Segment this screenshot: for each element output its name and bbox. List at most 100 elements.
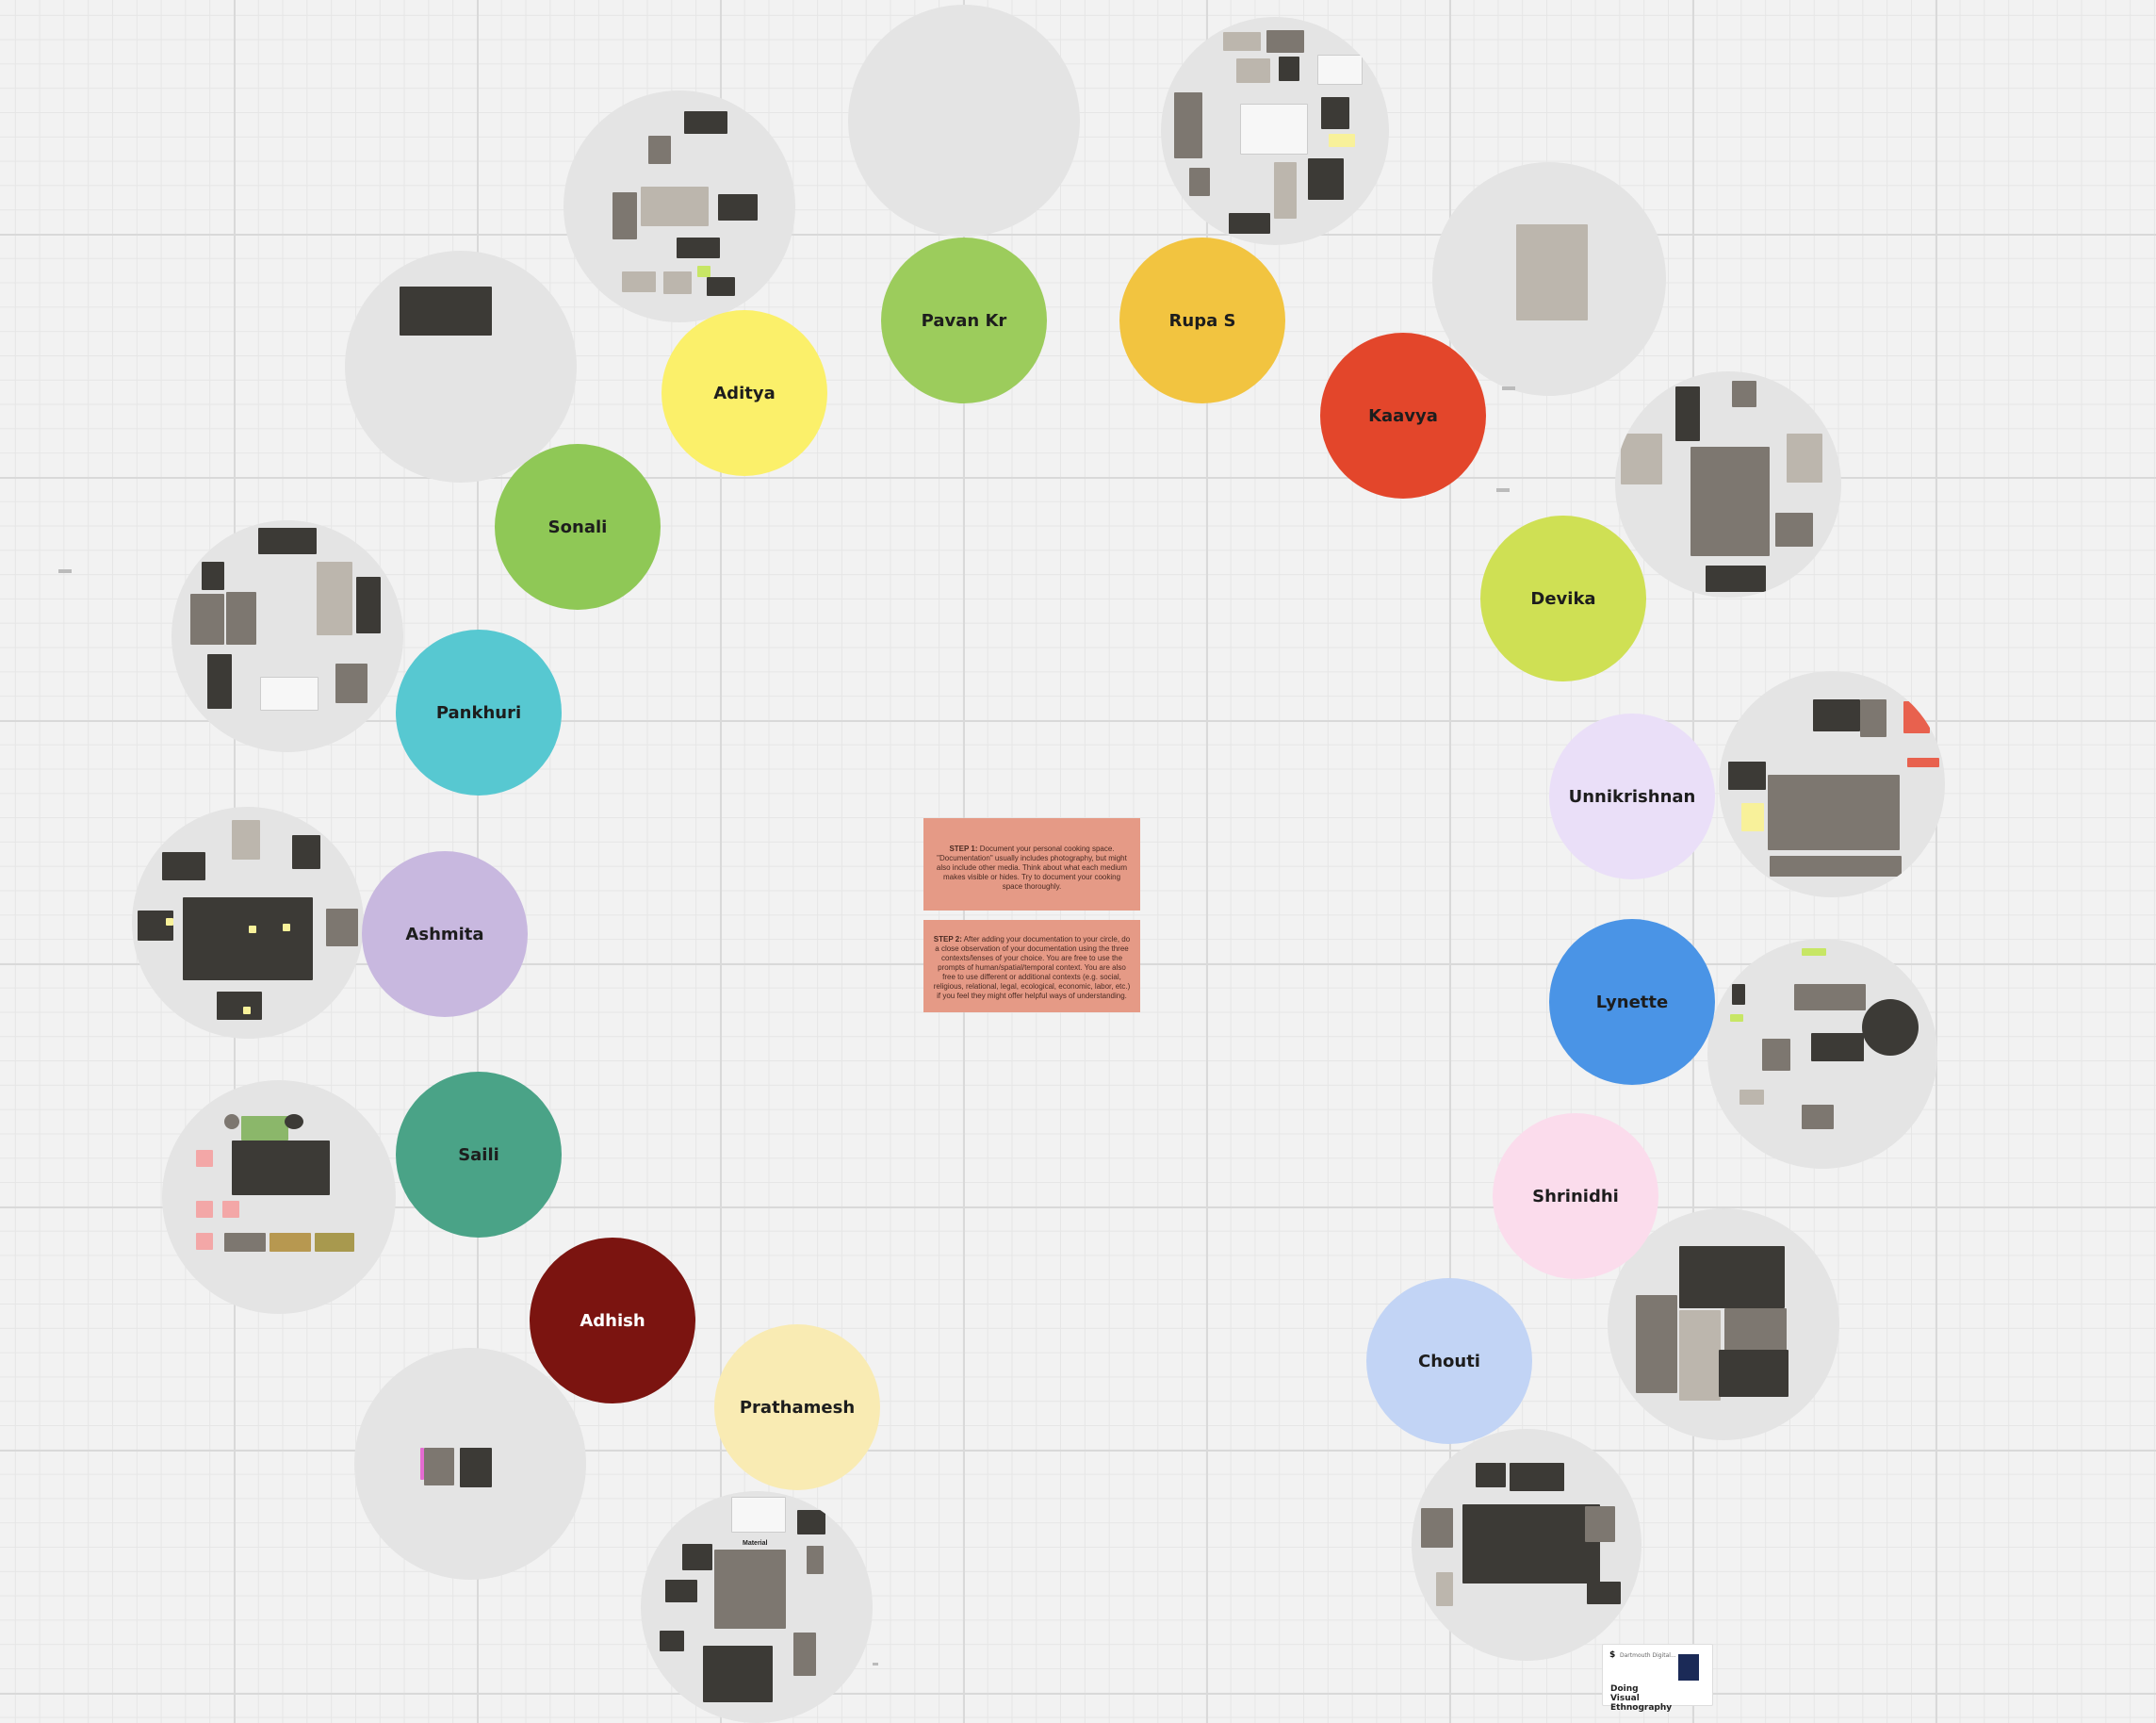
- stray-marker[interactable]: [58, 569, 72, 573]
- photo-thumbnail[interactable]: [1862, 999, 1919, 1056]
- doc-circle-chouti[interactable]: [1412, 1429, 1642, 1661]
- photo-thumbnail[interactable]: [707, 277, 735, 296]
- participant-circle-ashmita[interactable]: Ashmita: [362, 851, 528, 1017]
- floor-plan-sketch[interactable]: [731, 1497, 786, 1533]
- photo-thumbnail[interactable]: [400, 287, 492, 336]
- doc-circle-kaavya[interactable]: [1432, 162, 1666, 396]
- photo-thumbnail[interactable]: [1436, 1572, 1453, 1606]
- photo-thumbnail[interactable]: [224, 1233, 266, 1252]
- doc-circle-sonali[interactable]: [345, 251, 577, 483]
- photo-thumbnail[interactable]: [1279, 57, 1299, 81]
- photo-thumbnail[interactable]: [677, 238, 720, 258]
- doc-circle-saili[interactable]: [162, 1080, 396, 1314]
- stray-marker[interactable]: [1496, 488, 1510, 492]
- photo-thumbnail[interactable]: [1236, 58, 1270, 83]
- photo-thumbnail[interactable]: [1189, 168, 1210, 196]
- sticky-note[interactable]: [1329, 134, 1355, 147]
- photo-thumbnail[interactable]: [224, 1114, 239, 1129]
- photo-thumbnail[interactable]: [1719, 1350, 1788, 1397]
- doc-circle-prathamesh[interactable]: Material: [641, 1491, 873, 1723]
- photo-thumbnail[interactable]: [703, 1646, 773, 1702]
- photo-thumbnail[interactable]: [1587, 1582, 1621, 1604]
- kitchen-sketch[interactable]: [1516, 224, 1588, 320]
- participant-circle-devika[interactable]: Devika: [1480, 516, 1646, 681]
- participant-circle-pavan-kr[interactable]: Pavan Kr: [881, 238, 1047, 403]
- photo-thumbnail[interactable]: [183, 897, 313, 980]
- photo-thumbnail[interactable]: [714, 1550, 786, 1629]
- photo-thumbnail[interactable]: [1462, 1504, 1600, 1584]
- doc-circle-devika[interactable]: [1615, 371, 1841, 598]
- photo-thumbnail[interactable]: [326, 909, 358, 946]
- doc-circle-lynette[interactable]: [1707, 939, 1937, 1169]
- photo-thumbnail[interactable]: [1476, 1463, 1506, 1487]
- doc-circle-adhish[interactable]: [354, 1348, 586, 1580]
- participant-circle-rupa-s[interactable]: Rupa S: [1119, 238, 1285, 403]
- participant-circle-unnikrishnan[interactable]: Unnikrishnan: [1549, 714, 1715, 879]
- sticky-note[interactable]: [697, 266, 710, 277]
- sticky-note[interactable]: [243, 1007, 251, 1014]
- photo-thumbnail[interactable]: [1274, 162, 1297, 219]
- participant-circle-aditya[interactable]: Aditya: [662, 310, 827, 476]
- photo-thumbnail[interactable]: [335, 664, 368, 703]
- stray-marker[interactable]: [873, 1663, 878, 1666]
- photo-thumbnail[interactable]: [612, 192, 637, 239]
- participant-circle-saili[interactable]: Saili: [396, 1072, 562, 1238]
- photo-thumbnail[interactable]: [793, 1633, 816, 1676]
- photo-thumbnail[interactable]: [217, 992, 262, 1020]
- photo-thumbnail[interactable]: [1317, 55, 1363, 85]
- photo-thumbnail[interactable]: [226, 592, 256, 645]
- doc-circle-aditya[interactable]: [564, 90, 795, 322]
- photo-thumbnail[interactable]: [190, 594, 224, 645]
- photo-thumbnail[interactable]: [1636, 1295, 1677, 1393]
- photo-thumbnail[interactable]: [1740, 1090, 1764, 1105]
- photo-thumbnail[interactable]: [202, 562, 224, 590]
- photo-thumbnail[interactable]: [684, 111, 727, 134]
- photo-thumbnail[interactable]: [797, 1510, 825, 1534]
- photo-thumbnail[interactable]: [1421, 1508, 1453, 1548]
- participant-circle-sonali[interactable]: Sonali: [495, 444, 661, 610]
- doc-circle-unnikrishnan[interactable]: [1719, 671, 1945, 897]
- doc-circle-ashmita[interactable]: [132, 807, 364, 1039]
- text-card[interactable]: [260, 677, 318, 711]
- floor-plan-sketch[interactable]: [1240, 104, 1308, 155]
- participant-circle-lynette[interactable]: Lynette: [1549, 919, 1715, 1085]
- floor-plan-sketch[interactable]: [641, 187, 709, 226]
- photo-thumbnail[interactable]: [682, 1544, 712, 1570]
- doc-circle-shrinidhi[interactable]: [1608, 1208, 1839, 1440]
- stray-marker[interactable]: [1502, 386, 1515, 390]
- photo-thumbnail[interactable]: [1768, 775, 1900, 850]
- photo-thumbnail[interactable]: [660, 1631, 684, 1651]
- sticky-note[interactable]: [1730, 1014, 1743, 1022]
- participant-circle-chouti[interactable]: Chouti: [1366, 1278, 1532, 1444]
- photo-thumbnail[interactable]: [1174, 92, 1202, 158]
- photo-thumbnail[interactable]: [1762, 1039, 1790, 1071]
- photo-thumbnail[interactable]: [1775, 513, 1813, 547]
- photo-thumbnail[interactable]: [317, 562, 352, 635]
- participant-circle-adhish[interactable]: Adhish: [530, 1238, 695, 1403]
- sticky-note[interactable]: [166, 918, 173, 926]
- photo-thumbnail[interactable]: [138, 911, 173, 941]
- photo-thumbnail[interactable]: [315, 1233, 354, 1252]
- photo-thumbnail[interactable]: [1266, 30, 1304, 53]
- photo-thumbnail[interactable]: [1585, 1506, 1615, 1542]
- sticky-note[interactable]: [1802, 948, 1826, 956]
- instruction-note-step-2[interactable]: STEP 2: After adding your documentation …: [923, 920, 1140, 1012]
- photo-thumbnail[interactable]: [622, 271, 656, 292]
- instruction-note-step-1[interactable]: STEP 1: Document your personal cooking s…: [923, 818, 1140, 911]
- photo-thumbnail[interactable]: [292, 835, 320, 869]
- photo-thumbnail[interactable]: [718, 194, 758, 221]
- photo-thumbnail[interactable]: [270, 1233, 311, 1252]
- participant-circle-prathamesh[interactable]: Prathamesh: [714, 1324, 880, 1490]
- participant-circle-pankhuri[interactable]: Pankhuri: [396, 630, 562, 796]
- photo-thumbnail[interactable]: [1728, 762, 1766, 790]
- sticky-note[interactable]: [283, 924, 290, 931]
- doc-circle-pankhuri[interactable]: [172, 520, 403, 752]
- photo-thumbnail[interactable]: [285, 1114, 303, 1129]
- photo-thumbnail[interactable]: [1679, 1310, 1721, 1401]
- sticky-note[interactable]: [222, 1201, 239, 1218]
- photo-thumbnail[interactable]: [1308, 158, 1344, 200]
- photo-thumbnail[interactable]: [648, 136, 671, 164]
- photo-thumbnail[interactable]: [241, 1116, 288, 1140]
- photo-thumbnail[interactable]: [1732, 984, 1745, 1005]
- photo-thumbnail[interactable]: [1770, 856, 1902, 877]
